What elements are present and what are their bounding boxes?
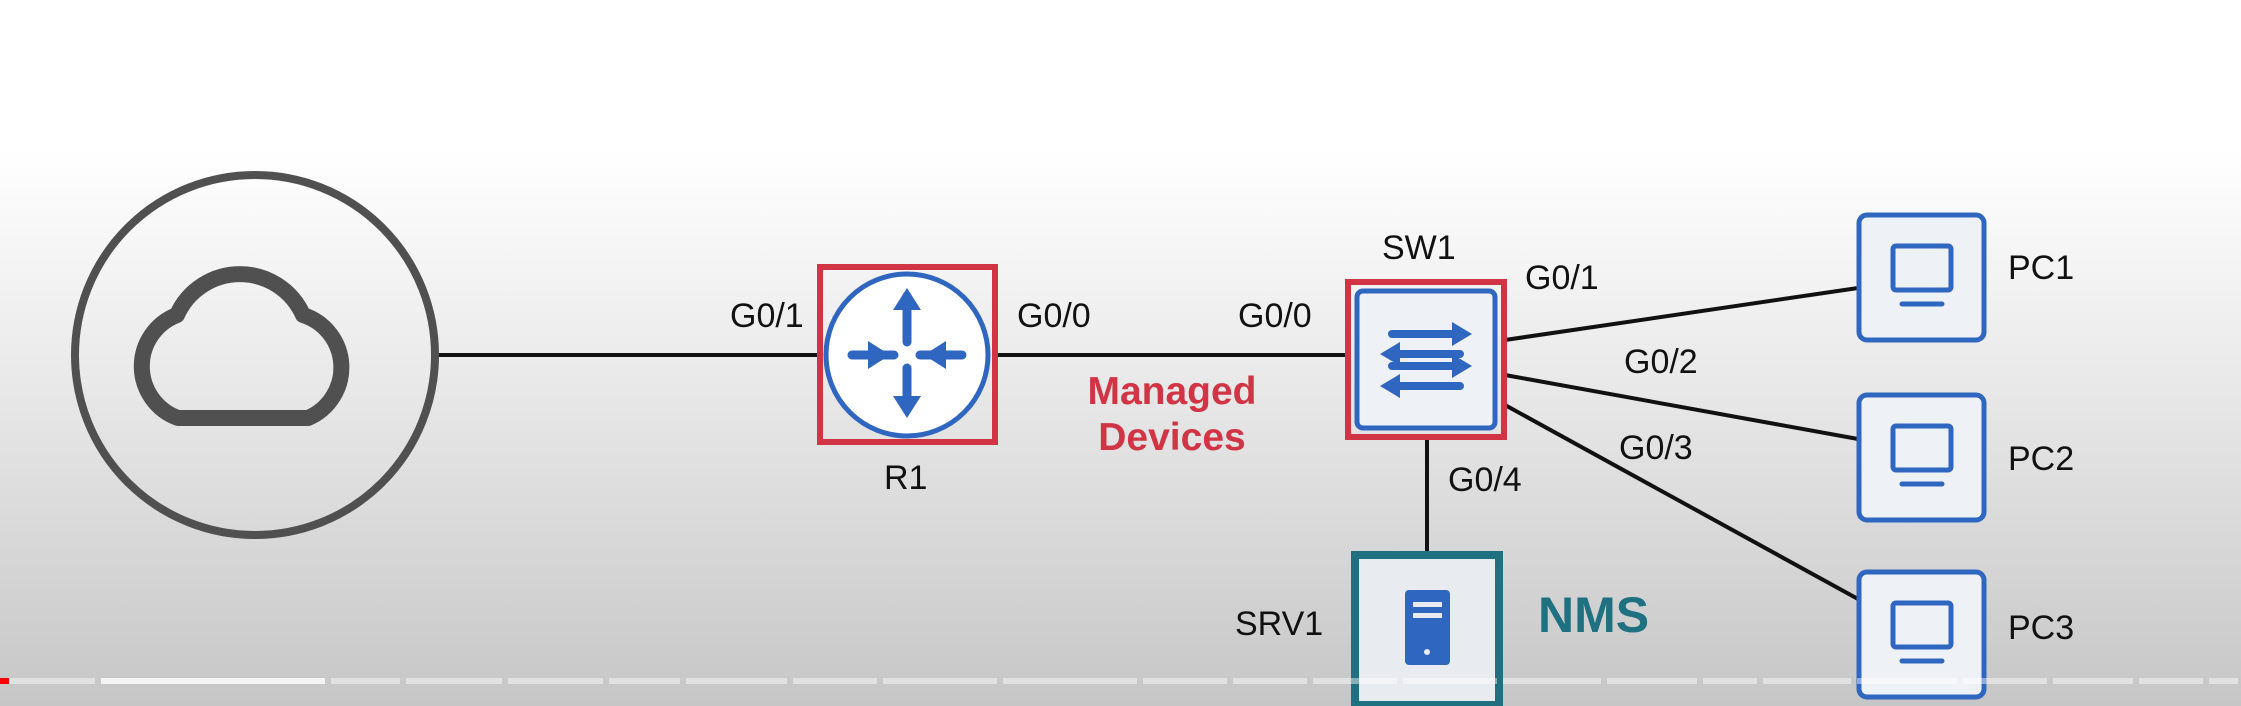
links xyxy=(437,286,1859,601)
router-r1[interactable] xyxy=(817,264,998,445)
video-progress-bar[interactable] xyxy=(0,678,2241,684)
internet-node xyxy=(71,171,439,539)
monitor-icon xyxy=(1890,243,1954,307)
pc-frame xyxy=(1856,212,1987,343)
progress-chapter-segment[interactable] xyxy=(1003,678,1137,684)
progress-chapter-segment[interactable] xyxy=(1703,678,1757,684)
progress-chapter-segment[interactable] xyxy=(2139,678,2203,684)
router-icon xyxy=(823,271,991,439)
progress-chapter-segment[interactable] xyxy=(2053,678,2133,684)
r1-name-label: R1 xyxy=(884,459,928,497)
progress-chapter-segment[interactable] xyxy=(101,678,325,684)
progress-chapter-segment[interactable] xyxy=(1607,678,1697,684)
pc2-name-label: PC2 xyxy=(2008,440,2075,478)
link-sw1-pc2 xyxy=(1504,373,1859,441)
link-sw1-pc3 xyxy=(1504,403,1859,601)
progress-chapter-segment[interactable] xyxy=(793,678,877,684)
pc-pc3[interactable] xyxy=(1856,569,1987,700)
progress-chapter-segment[interactable] xyxy=(1763,678,1851,684)
sw1-name-label: SW1 xyxy=(1382,229,1456,267)
srv1-name-label: SRV1 xyxy=(1235,605,1324,643)
progress-chapter-segment[interactable] xyxy=(609,678,680,684)
progress-chapter-segment[interactable] xyxy=(406,678,502,684)
r1-g0-0-label: G0/0 xyxy=(1017,297,1091,335)
pc-pc1[interactable] xyxy=(1856,212,1987,343)
progress-chapter-segment[interactable] xyxy=(1403,678,1497,684)
cloud-icon xyxy=(133,266,350,426)
progress-chapter-segment[interactable] xyxy=(3,678,95,684)
pc3-name-label: PC3 xyxy=(2008,609,2075,647)
progress-chapter-segment[interactable] xyxy=(1233,678,1307,684)
progress-chapter-segment[interactable] xyxy=(331,678,400,684)
switch-sw1[interactable] xyxy=(1345,279,1507,440)
pc1-name-label: PC1 xyxy=(2008,249,2075,287)
managed-outline-sw1 xyxy=(1345,279,1507,440)
progress-chapter-segment[interactable] xyxy=(1143,678,1227,684)
pc-pc2[interactable] xyxy=(1856,392,1987,523)
switch-icon xyxy=(1354,288,1498,431)
sw1-g0-3-label: G0/3 xyxy=(1619,429,1693,467)
managed-line-2: Devices xyxy=(1098,416,1246,459)
progress-chapter-segment[interactable] xyxy=(883,678,997,684)
progress-chapter-segment[interactable] xyxy=(1963,678,2047,684)
pc-frame xyxy=(1856,392,1987,523)
progress-chapter-segment[interactable] xyxy=(508,678,603,684)
r1-g0-1-label: G0/1 xyxy=(730,297,804,335)
progress-chapter-segment[interactable] xyxy=(1503,678,1601,684)
link-sw1-pc1 xyxy=(1504,286,1859,342)
managed-outline-r1 xyxy=(817,264,998,445)
managed-line-1: Managed xyxy=(1087,370,1257,413)
internet-circle xyxy=(71,171,439,539)
progress-chapter-segment[interactable] xyxy=(1857,678,1957,684)
sw1-g0-2-label: G0/2 xyxy=(1624,343,1698,381)
nms-annotation: NMS xyxy=(1538,587,1650,643)
monitor-icon xyxy=(1890,423,1954,487)
server-icon xyxy=(1405,590,1450,665)
progress-played xyxy=(0,678,9,684)
sw1-g0-0-label: G0/0 xyxy=(1238,297,1312,335)
progress-chapter-segment[interactable] xyxy=(1313,678,1397,684)
progress-chapter-segment[interactable] xyxy=(686,678,787,684)
progress-chapter-segment[interactable] xyxy=(2209,678,2238,684)
monitor-icon xyxy=(1890,600,1954,664)
sw1-g0-1-label: G0/1 xyxy=(1525,259,1599,297)
sw1-g0-4-label: G0/4 xyxy=(1448,461,1522,499)
managed-devices-annotation: Managed Devices xyxy=(1072,369,1272,461)
server-srv1[interactable] xyxy=(1351,551,1503,706)
